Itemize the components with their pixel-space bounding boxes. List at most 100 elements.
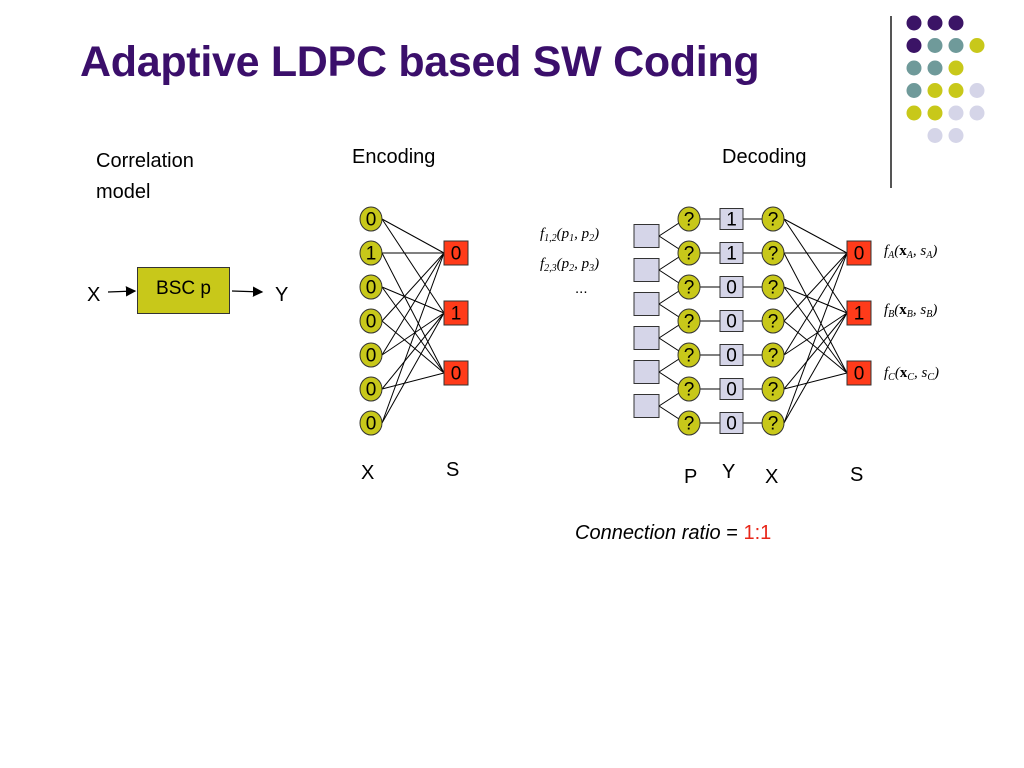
encoding-x-bit-3: 0 [366,312,377,333]
decoding-y-bit-5: 0 [726,380,737,401]
decoding-y-node-3 [719,310,744,332]
decoding-factor-box-5 [633,394,660,418]
decoding-y-node-1 [719,242,744,264]
dot-0-2 [948,15,964,31]
decoding-edge-3 [783,252,848,374]
encoding-x-bit-0: 0 [366,210,377,231]
encoding-s-node-1 [443,300,469,326]
decoding-p-node-2 [677,274,701,300]
decoding-p-label: P [684,466,698,488]
decoding-edges [783,218,848,424]
encoding-x-bit-4: 0 [366,346,377,367]
dot-5-1 [927,128,943,143]
connection-ratio-value: 1:1 [743,522,772,544]
dot-4-3 [969,105,985,121]
decoding-p-unknown-4: ? [684,346,695,367]
encoding-s-node-0 [443,240,469,266]
decoding-edge-8 [783,252,848,356]
encoding-x-node-5 [359,376,383,402]
decoding-label: Decoding [722,146,807,168]
decoding-graph: ?1??1??0??0??0??0??0?010 [633,206,872,436]
decoding-p-edge-down-5 [658,405,680,420]
decoding-x-unknown-4: ? [768,346,779,367]
decoding-x-node-2 [761,274,785,300]
decoding-p-edge-up-1 [658,256,680,271]
decoding-edge-11 [783,372,848,390]
dot-4-2 [948,105,964,121]
connection-ratio-eq: = [720,522,744,544]
factor-f23-label: f2,3(p2, p3) [540,256,600,274]
decoding-factor-box-0 [633,224,660,248]
decoding-s-bit-1: 1 [854,304,865,325]
correlation-model-label: Correlation model [96,146,194,208]
encoding-edge-1 [381,218,445,314]
decoding-p-edge-up-0 [658,222,680,237]
decoding-edge-6 [783,252,848,322]
decoding-x-node-3 [761,308,785,334]
decoding-edge-4 [783,286,848,314]
encoding-s-bit-1: 1 [451,304,462,325]
encoding-edge-4 [381,286,445,314]
dot-3-1 [927,83,943,98]
dot-3-3 [969,83,985,98]
decoding-edge-7 [783,320,848,374]
encoding-x-node-3 [359,308,383,334]
encoding-edge-7 [381,320,445,374]
decoding-x-unknown-3: ? [768,312,779,333]
dot-2-1 [927,60,943,76]
dot-0-1 [927,15,943,31]
dot-1-0 [906,38,922,53]
decoding-p-node-6 [677,410,701,436]
decoding-y-bit-1: 1 [726,244,737,265]
factor-fC-label: fC(xC, sC) [884,365,940,383]
encoding-s-label: S [446,459,460,481]
encoding-s-bit-2: 0 [451,364,462,385]
encoding-edge-10 [381,312,445,390]
decoding-x-node-5 [761,376,785,402]
bsc-output-arrow [231,286,264,297]
decoding-edge-9 [783,312,848,356]
encoding-s-bit-0: 0 [451,244,462,265]
dot-0-0 [906,15,922,31]
decoding-y-bit-2: 0 [726,278,737,299]
decoding-p-unknown-5: ? [684,380,695,401]
encoding-x-label: X [361,462,375,484]
encoding-edge-3 [381,252,445,374]
bsc-arrows [107,286,264,297]
decoding-x-unknown-1: ? [768,244,779,265]
decoding-edge-10 [783,312,848,390]
decoding-p-edge-up-3 [658,324,680,339]
decoding-p-edge-down-0 [658,235,680,250]
bsc-input-arrow [107,286,137,297]
connection-ratio-label: Connection ratio [575,522,721,544]
decoding-p-edge-up-2 [658,290,680,305]
encoding-edge-12 [381,252,445,424]
encoding-edge-0 [381,218,445,254]
dot-1-1 [927,38,943,53]
dot-5-2 [948,128,964,143]
decoding-p-edge-down-4 [658,371,680,386]
encoding-edge-11 [381,372,445,390]
decoding-y-node-2 [719,276,744,298]
decoding-x-unknown-6: ? [768,414,779,435]
decoding-s-node-0 [846,240,872,266]
encoding-edge-5 [381,286,445,374]
encoding-x-node-6 [359,410,383,436]
decoding-x-unknown-0: ? [768,210,779,231]
decoding-y-bit-3: 0 [726,312,737,333]
decoding-s-node-2 [846,360,872,386]
decoding-p-node-5 [677,376,701,402]
decoding-y-node-4 [719,344,744,366]
dot-1-3 [969,38,985,53]
decoding-p-unknown-0: ? [684,210,695,231]
factor-f12-label: f1,2(p1, p2) [540,226,600,244]
connection-ratio: Connection ratio = 1:1 [575,522,771,545]
decoding-s-bit-2: 0 [854,364,865,385]
correlation-label-line1: Correlation [96,150,194,172]
decoding-factor-box-1 [633,258,660,282]
dot-3-2 [948,83,964,98]
decoding-factor-box-4 [633,360,660,384]
correlation-label-line2: model [96,181,151,203]
encoding-label: Encoding [352,146,436,168]
